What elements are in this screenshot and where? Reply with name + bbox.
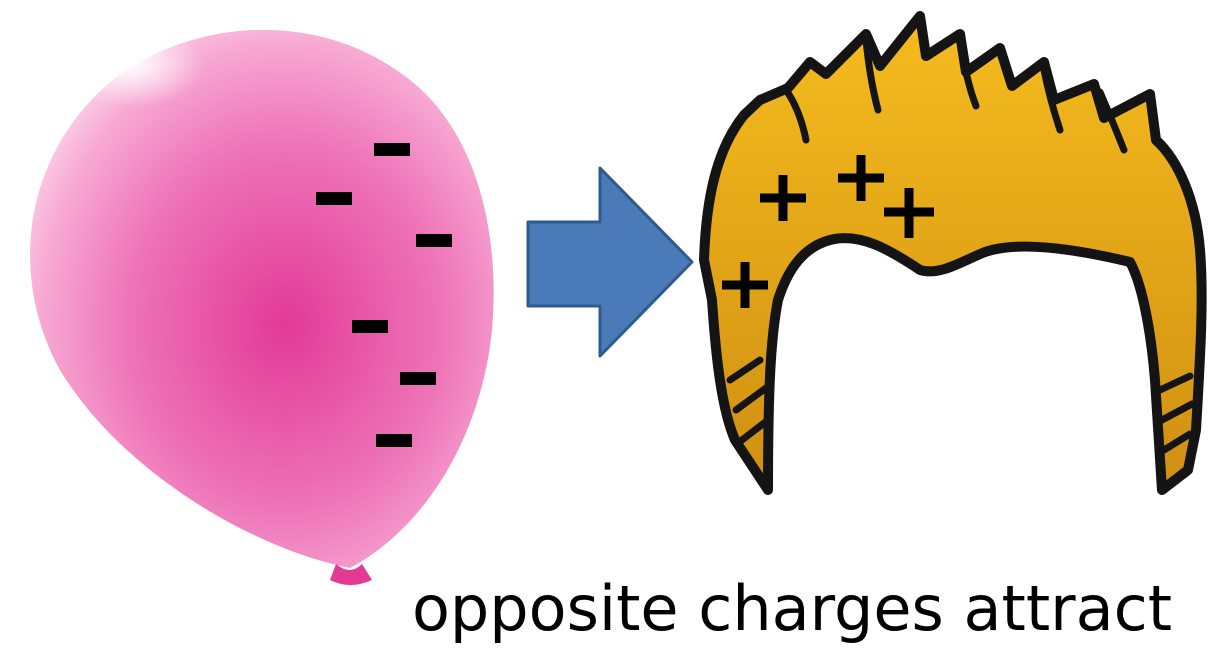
hair	[704, 16, 1202, 490]
right-arrow-icon	[528, 168, 692, 356]
hair-shape	[704, 16, 1202, 490]
negative-charge	[416, 234, 452, 247]
negative-charge	[352, 320, 388, 333]
caption: opposite charges attract	[412, 578, 1172, 640]
negative-charge	[400, 372, 436, 385]
balloon-shine	[60, 40, 300, 180]
negative-charge	[376, 434, 412, 447]
negative-charge	[374, 143, 410, 156]
negative-charge	[316, 192, 352, 205]
balloon	[30, 30, 494, 585]
